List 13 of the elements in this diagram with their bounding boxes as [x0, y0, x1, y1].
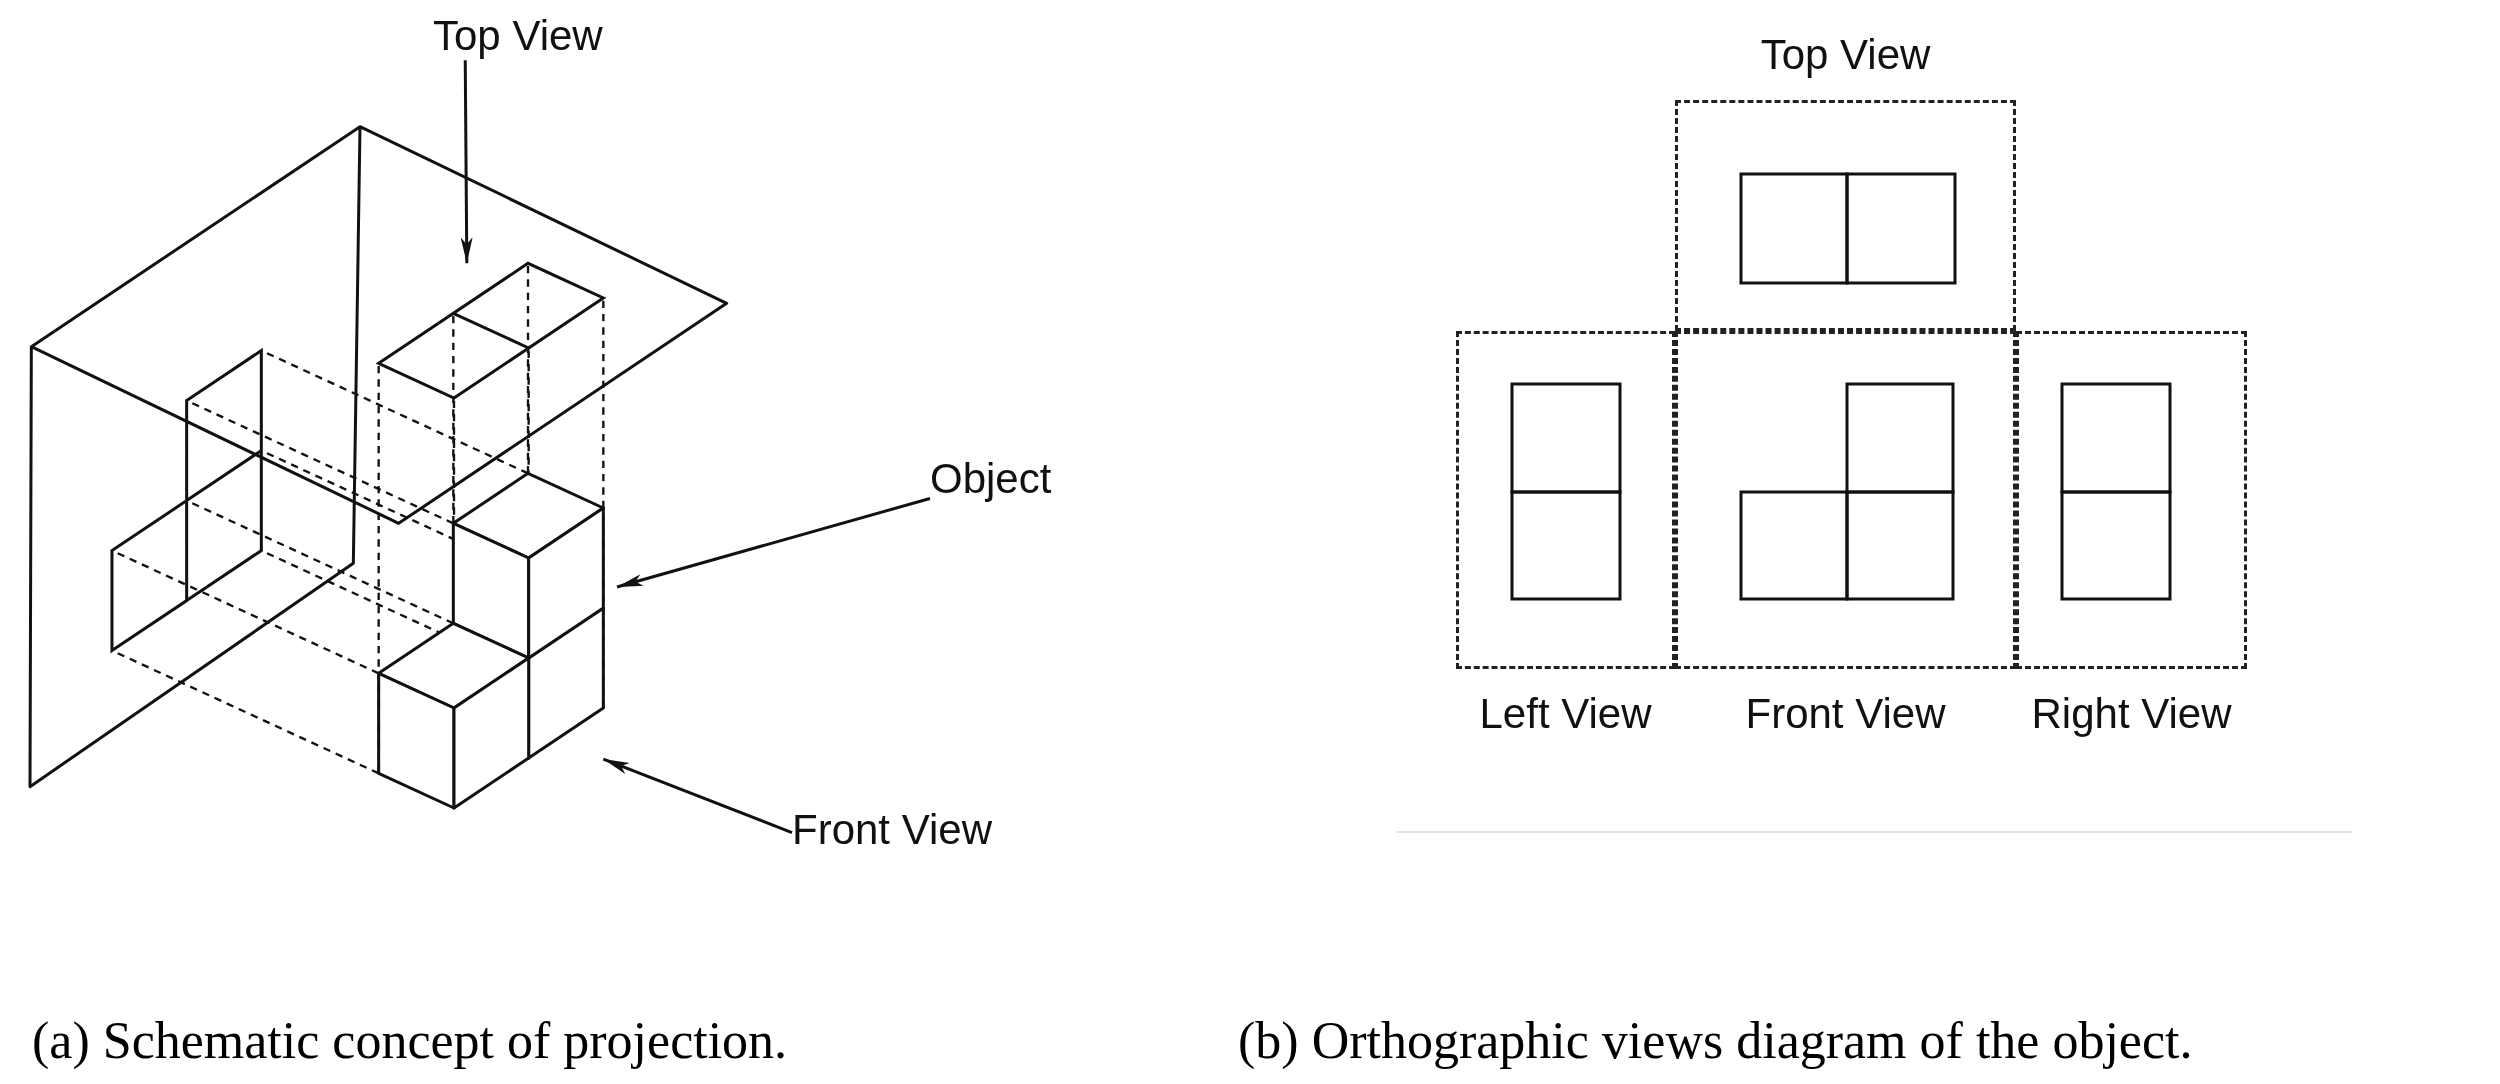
arrow [602, 757, 793, 834]
figure-caption: (b) Orthographic views diagram of the object. [1238, 1011, 2193, 1071]
callout-label: Front View [792, 806, 992, 855]
top-view-projection-drawing [377, 261, 607, 400]
callout-label: Top View [433, 12, 603, 61]
view-label: Left View [1478, 690, 1653, 739]
arrow [616, 497, 931, 589]
callout-label: Object [930, 455, 1052, 504]
arrow [460, 60, 473, 264]
view-label: Right View [2030, 690, 2233, 739]
view-label: Top View [1759, 30, 1932, 79]
cube-object-drawing [377, 471, 605, 810]
figure-caption: (a) Schematic concept of projection. [32, 1011, 788, 1071]
